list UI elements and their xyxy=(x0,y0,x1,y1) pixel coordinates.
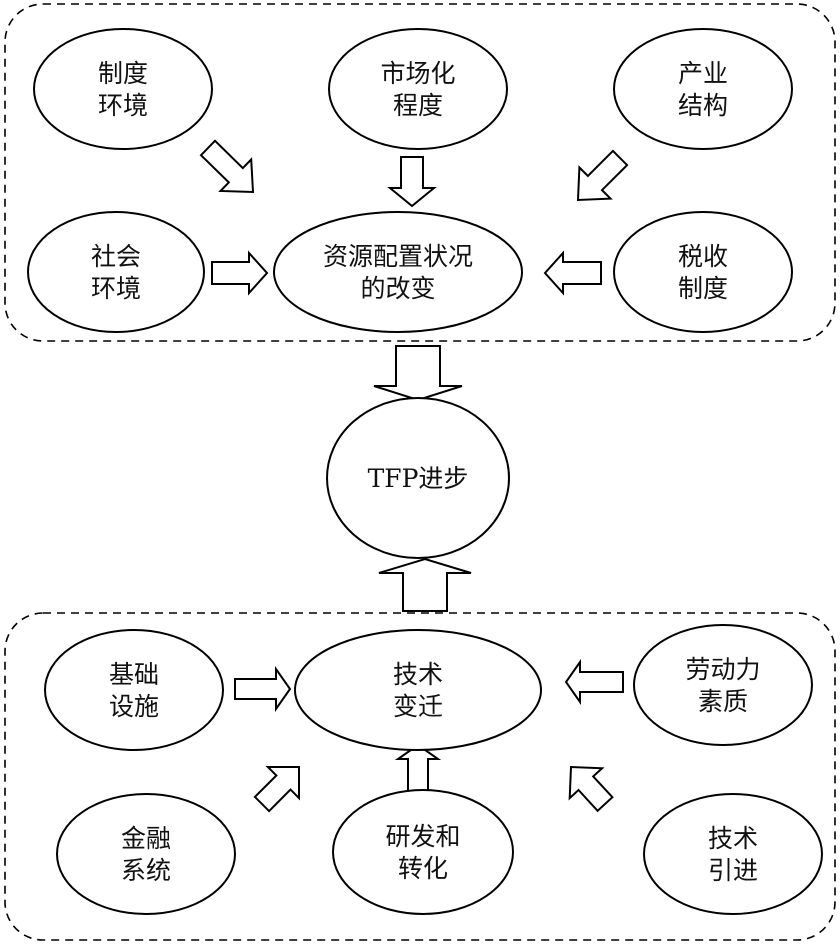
node-label-tfp-progress-line-1: TFP进步 xyxy=(368,464,469,493)
node-label-technical-change-line-1: 技术 xyxy=(393,660,443,689)
ellipse-financial-system xyxy=(56,793,236,915)
arrow-financial-system-to-technical-change xyxy=(253,766,300,813)
node-label-resource-allocation-line-2: 的改变 xyxy=(360,274,435,303)
node-label-financial-system-line-2: 系统 xyxy=(121,856,171,885)
node-label-marketization-line-2: 程度 xyxy=(393,91,443,120)
node-label-labor-quality-line-1: 劳动力 xyxy=(685,655,760,684)
ellipse-resource-allocation xyxy=(273,211,523,333)
arrow-technical-change-to-tfp-progress xyxy=(378,557,472,612)
ellipse-tfp-progress xyxy=(326,397,510,559)
ellipse-technical-change xyxy=(294,629,542,751)
node-label-marketization-line-1: 市场化 xyxy=(380,59,455,88)
arrow-rd-transformation-to-technical-change xyxy=(394,743,442,796)
ellipse-industrial-structure xyxy=(613,28,793,150)
arrow-marketization-to-resource-allocation xyxy=(387,156,437,208)
arrow-social-env-to-resource-allocation xyxy=(211,250,269,296)
node-label-infrastructure-line-2: 设施 xyxy=(109,692,159,721)
node-label-tech-introduction-line-2: 引进 xyxy=(708,856,758,885)
ellipse-marketization xyxy=(328,28,508,150)
node-label-institutional-env-line-1: 制度 xyxy=(98,59,148,88)
ellipse-tech-introduction xyxy=(643,793,823,915)
node-label-resource-allocation-line-1: 资源配置状况 xyxy=(323,242,473,271)
arrow-institutional-env-to-resource-allocation xyxy=(199,139,255,194)
node-label-financial-system-line-1: 金融 xyxy=(121,824,171,853)
arrow-resource-allocation-to-tfp-progress xyxy=(373,345,463,402)
group-box-resource-allocation xyxy=(4,3,836,342)
arrow-labor-quality-to-technical-change xyxy=(564,658,624,706)
arrow-industrial-structure-to-resource-allocation xyxy=(576,149,629,202)
node-label-industrial-structure-line-2: 结构 xyxy=(678,91,728,120)
group-box-technical-change xyxy=(4,612,836,941)
node-label-social-env-line-2: 环境 xyxy=(91,274,141,303)
node-label-tax-system-line-2: 制度 xyxy=(678,274,728,303)
arrow-tech-introduction-to-technical-change xyxy=(568,765,614,813)
ellipse-labor-quality xyxy=(633,624,813,746)
node-label-social-env-line-1: 社会 xyxy=(91,242,141,271)
node-label-tech-introduction-line-1: 技术 xyxy=(708,824,758,853)
node-label-infrastructure-line-1: 基础 xyxy=(109,660,159,689)
ellipse-tax-system xyxy=(613,211,793,333)
ellipse-infrastructure xyxy=(44,629,224,751)
arrow-tax-system-to-resource-allocation xyxy=(543,250,602,296)
node-tfp-progress: TFP进步 xyxy=(326,397,510,559)
node-label-tax-system-line-1: 税收 xyxy=(678,242,728,271)
node-label-technical-change-line-2: 变迁 xyxy=(393,692,443,721)
arrow-infrastructure-to-technical-change xyxy=(234,665,292,713)
node-label-institutional-env-line-2: 环境 xyxy=(98,91,148,120)
node-label-labor-quality-line-2: 素质 xyxy=(698,687,748,716)
node-label-rd-transformation-line-1: 研发和 xyxy=(385,822,460,851)
node-label-rd-transformation-line-2: 转化 xyxy=(398,854,448,883)
ellipse-rd-transformation xyxy=(332,789,514,915)
node-label-industrial-structure-line-1: 产业 xyxy=(678,59,728,88)
ellipse-social-env xyxy=(27,211,205,333)
ellipse-institutional-env xyxy=(33,28,213,150)
